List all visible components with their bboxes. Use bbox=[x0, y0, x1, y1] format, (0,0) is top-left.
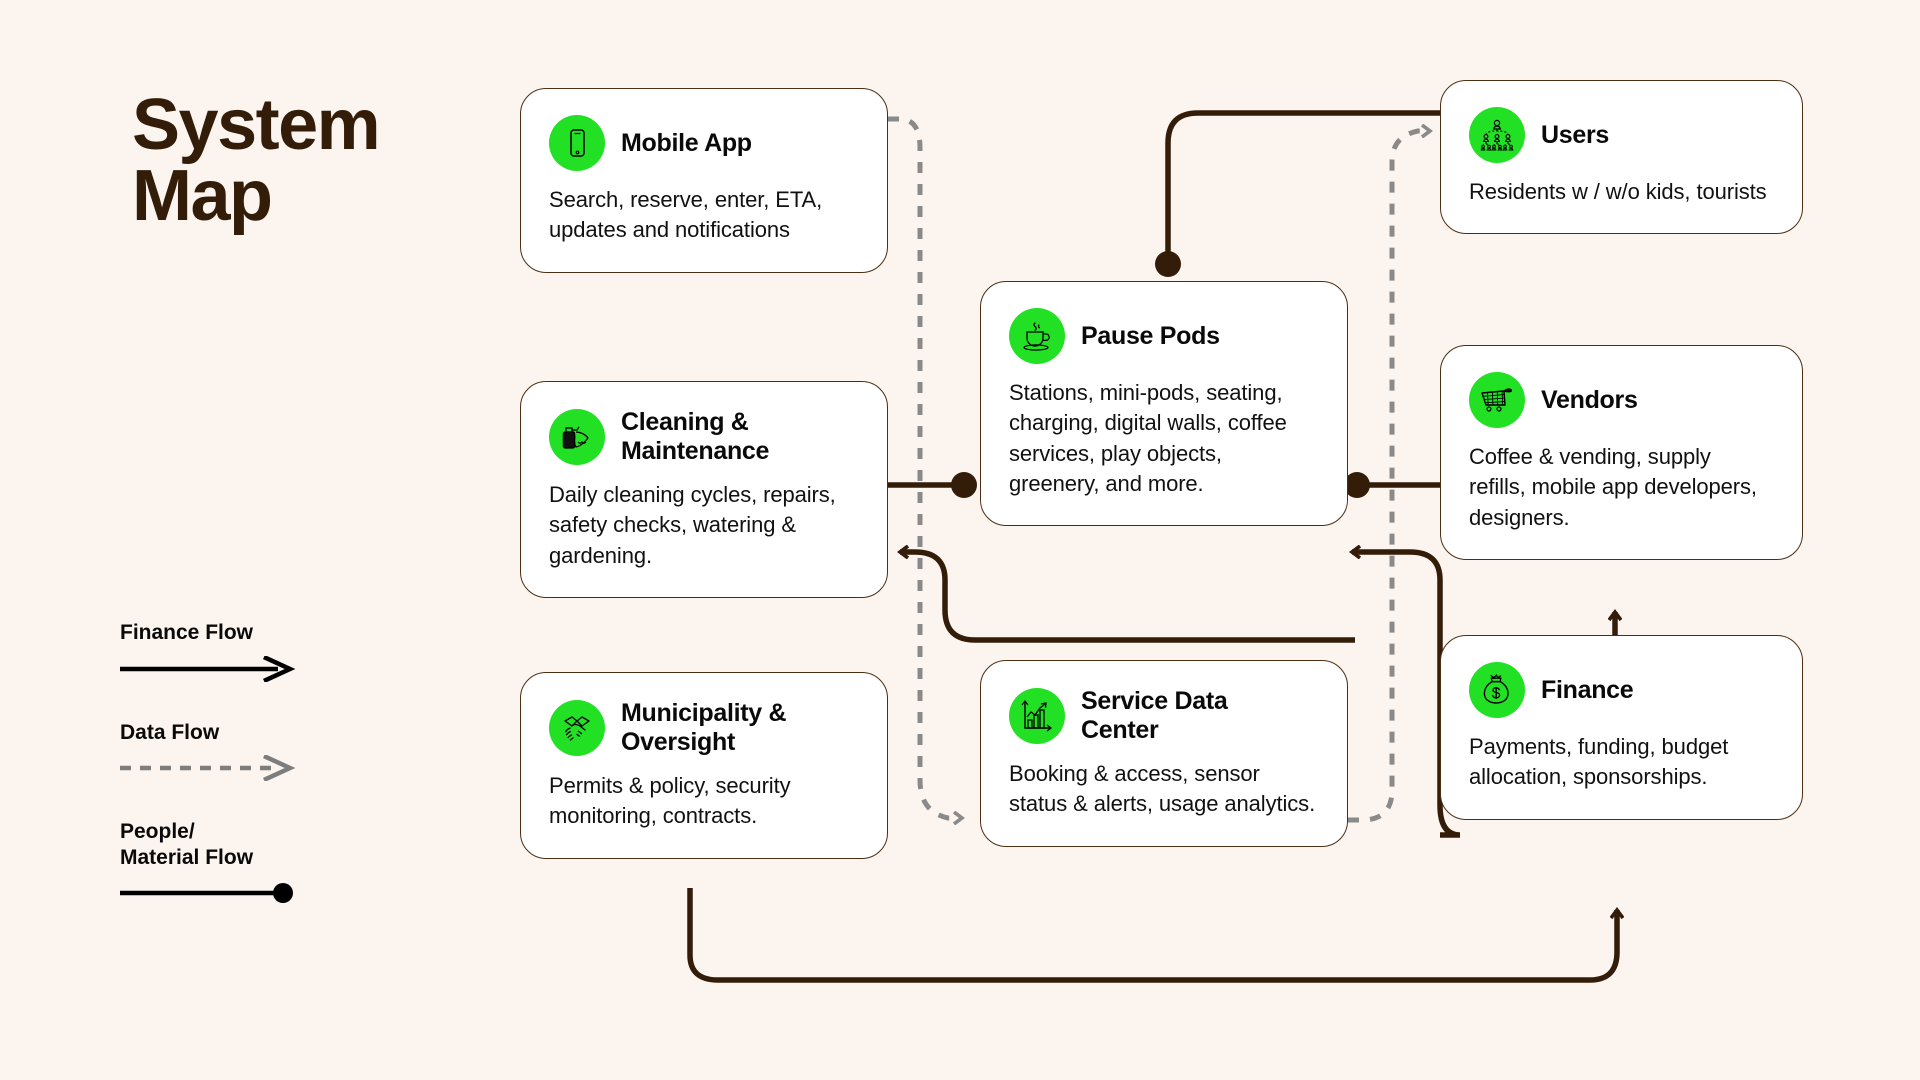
node-card-cleaning-maintenance[interactable]: Cleaning & Maintenance Daily cleaning cy… bbox=[520, 381, 888, 599]
wire-dot-pods-to-vendors bbox=[1344, 472, 1370, 498]
card-header: Vendors bbox=[1469, 372, 1772, 428]
wire-datacenter-to-users bbox=[1348, 131, 1430, 823]
card-title: Finance bbox=[1541, 675, 1634, 704]
wire-dot-cleaning-to-pods bbox=[951, 472, 977, 498]
card-body: Payments, funding, budget allocation, sp… bbox=[1469, 734, 1729, 790]
coffee-cup-icon bbox=[1009, 308, 1065, 364]
card-body: Coffee & vending, supply refills, mobile… bbox=[1469, 444, 1757, 530]
legend-label-finance-flow: Finance Flow bbox=[120, 621, 254, 644]
legend-art-finance-flow bbox=[120, 654, 420, 683]
node-card-municipality-oversight[interactable]: Municipality & Oversight Permits & polic… bbox=[520, 672, 888, 859]
spray-bottle-cleaning-icon bbox=[549, 409, 605, 465]
card-body: Stations, mini-pods, seating, charging, … bbox=[1009, 380, 1287, 497]
legend: Finance Flow Data Flow People/ Material … bbox=[120, 620, 420, 944]
node-card-vendors[interactable]: Vendors Coffee & vending, supply refills… bbox=[1440, 345, 1803, 561]
card-header: Cleaning & Maintenance bbox=[549, 408, 857, 466]
card-header: Users bbox=[1469, 107, 1772, 163]
card-title: Cleaning & Maintenance bbox=[621, 408, 770, 465]
card-title: Users bbox=[1541, 120, 1609, 149]
page-title: System Map bbox=[132, 85, 381, 236]
card-header: Pause Pods bbox=[1009, 308, 1317, 364]
card-header: Municipality & Oversight bbox=[549, 699, 857, 757]
bar-chart-growth-icon bbox=[1009, 688, 1065, 744]
legend-art-people-material-flow bbox=[120, 880, 420, 906]
shopping-cart-icon bbox=[1469, 372, 1525, 428]
card-title: Service Data Center bbox=[1081, 687, 1228, 744]
card-body: Permits & policy, security monitoring, c… bbox=[549, 773, 791, 829]
mobile-phone-icon bbox=[549, 115, 605, 171]
node-card-pause-pods[interactable]: Pause Pods Stations, mini-pods, seating,… bbox=[980, 281, 1348, 527]
card-body: Residents w / w/o kids, tourists bbox=[1469, 179, 1767, 204]
wire-mobile-to-datacenter bbox=[888, 116, 962, 818]
node-card-service-data-center[interactable]: Service Data Center Booking & access, se… bbox=[980, 660, 1348, 847]
card-header: Finance bbox=[1469, 662, 1772, 718]
card-title: Vendors bbox=[1541, 385, 1638, 414]
money-bag-icon bbox=[1469, 662, 1525, 718]
card-title: Pause Pods bbox=[1081, 321, 1220, 350]
legend-art-data-flow bbox=[120, 754, 420, 783]
wire-users-to-pods bbox=[1165, 110, 1440, 252]
legend-item-data-flow: Data Flow bbox=[120, 720, 420, 783]
people-hierarchy-icon bbox=[1469, 107, 1525, 163]
node-card-users[interactable]: Users Residents w / w/o kids, tourists bbox=[1440, 80, 1803, 235]
card-body: Search, reserve, enter, ETA, updates and… bbox=[549, 187, 823, 243]
node-card-mobile-app[interactable]: Mobile App Search, reserve, enter, ETA, … bbox=[520, 88, 888, 273]
handshake-icon bbox=[549, 700, 605, 756]
legend-label-people-material-flow: People/ Material Flow bbox=[120, 820, 254, 869]
legend-label-data-flow: Data Flow bbox=[120, 720, 220, 744]
card-title: Mobile App bbox=[621, 128, 752, 157]
legend-item-finance-flow: Finance Flow bbox=[120, 620, 420, 683]
card-body: Booking & access, sensor status & alerts… bbox=[1009, 761, 1316, 817]
legend-item-people-material-flow: People/ Material Flow bbox=[120, 819, 420, 906]
wire-dot-users-to-pods bbox=[1155, 251, 1181, 277]
card-title: Municipality & Oversight bbox=[621, 699, 787, 756]
card-body: Daily cleaning cycles, repairs, safety c… bbox=[549, 482, 836, 568]
wire-municipality-to-finance bbox=[687, 888, 1617, 983]
card-header: Mobile App bbox=[549, 115, 857, 171]
wire-pods-to-cleaning bbox=[900, 552, 1355, 643]
card-header: Service Data Center bbox=[1009, 687, 1317, 745]
node-card-finance[interactable]: Finance Payments, funding, budget alloca… bbox=[1440, 635, 1803, 820]
